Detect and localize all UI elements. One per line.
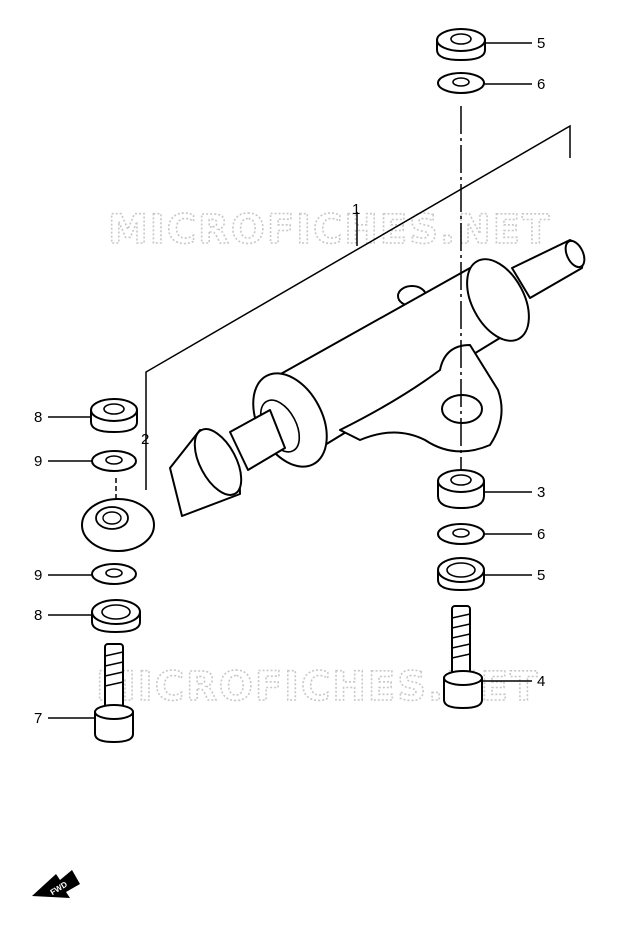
part-7-bolt bbox=[94, 643, 134, 743]
watermark-top: MICROFICHES.NET bbox=[108, 207, 551, 253]
callout-8-bottom: 8 bbox=[34, 607, 42, 624]
fwd-arrow-icon: FWD bbox=[32, 870, 80, 898]
part-3-bushing bbox=[437, 469, 485, 509]
leader-lines bbox=[48, 42, 532, 719]
callout-4: 4 bbox=[537, 673, 545, 690]
part-4-bolt bbox=[443, 605, 483, 709]
part-8-top bbox=[90, 398, 138, 433]
part-8-bottom bbox=[91, 599, 141, 633]
callout-5-top: 5 bbox=[537, 35, 545, 52]
steering-damper bbox=[81, 239, 586, 552]
part-5-top bbox=[436, 28, 486, 61]
callout-6-bottom: 6 bbox=[537, 526, 545, 543]
callout-5-bottom: 5 bbox=[537, 567, 545, 584]
part-6-bottom bbox=[437, 523, 485, 545]
callout-6-top: 6 bbox=[537, 76, 545, 93]
part-5-bottom bbox=[437, 557, 485, 591]
part-9-top bbox=[91, 450, 137, 472]
callout-1: 1 bbox=[352, 201, 360, 218]
callout-2: 2 bbox=[141, 431, 149, 448]
assembly-bracket bbox=[145, 124, 571, 490]
callout-7: 7 bbox=[34, 710, 42, 727]
part-9-bottom bbox=[91, 563, 137, 585]
callout-9-bottom: 9 bbox=[34, 567, 42, 584]
callout-8-top: 8 bbox=[34, 409, 42, 426]
callout-9-top: 9 bbox=[34, 453, 42, 470]
callout-3: 3 bbox=[537, 484, 545, 501]
part-6-top bbox=[437, 72, 485, 94]
